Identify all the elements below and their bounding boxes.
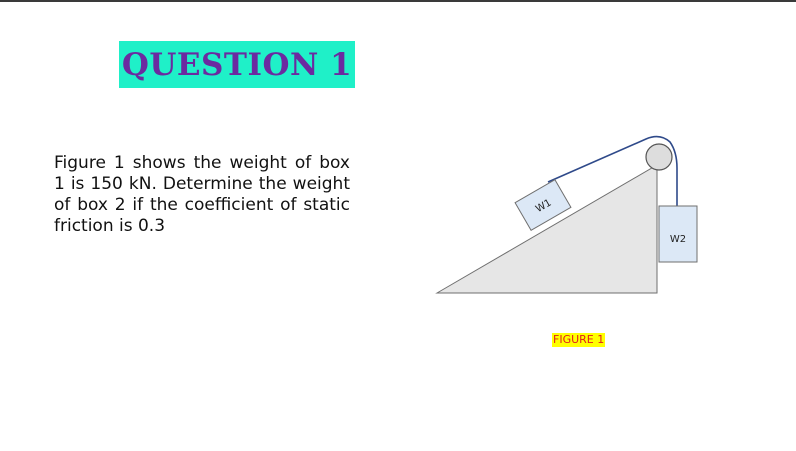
inclined-plane (435, 164, 658, 294)
page-title: QUESTION 1 (121, 46, 353, 83)
box-2 (658, 205, 698, 263)
pulley-icon (645, 143, 673, 171)
question-text: Figure 1 shows the weight of box 1 is 15… (54, 153, 350, 236)
figure-1-diagram: W1 W2 (435, 135, 698, 294)
rope (547, 135, 678, 206)
top-rule (0, 0, 796, 2)
title-banner: QUESTION 1 (119, 41, 355, 88)
box-1: W1 (514, 178, 572, 232)
figure-caption: FIGURE 1 (552, 333, 606, 347)
box-2-label: W2 (670, 234, 686, 245)
